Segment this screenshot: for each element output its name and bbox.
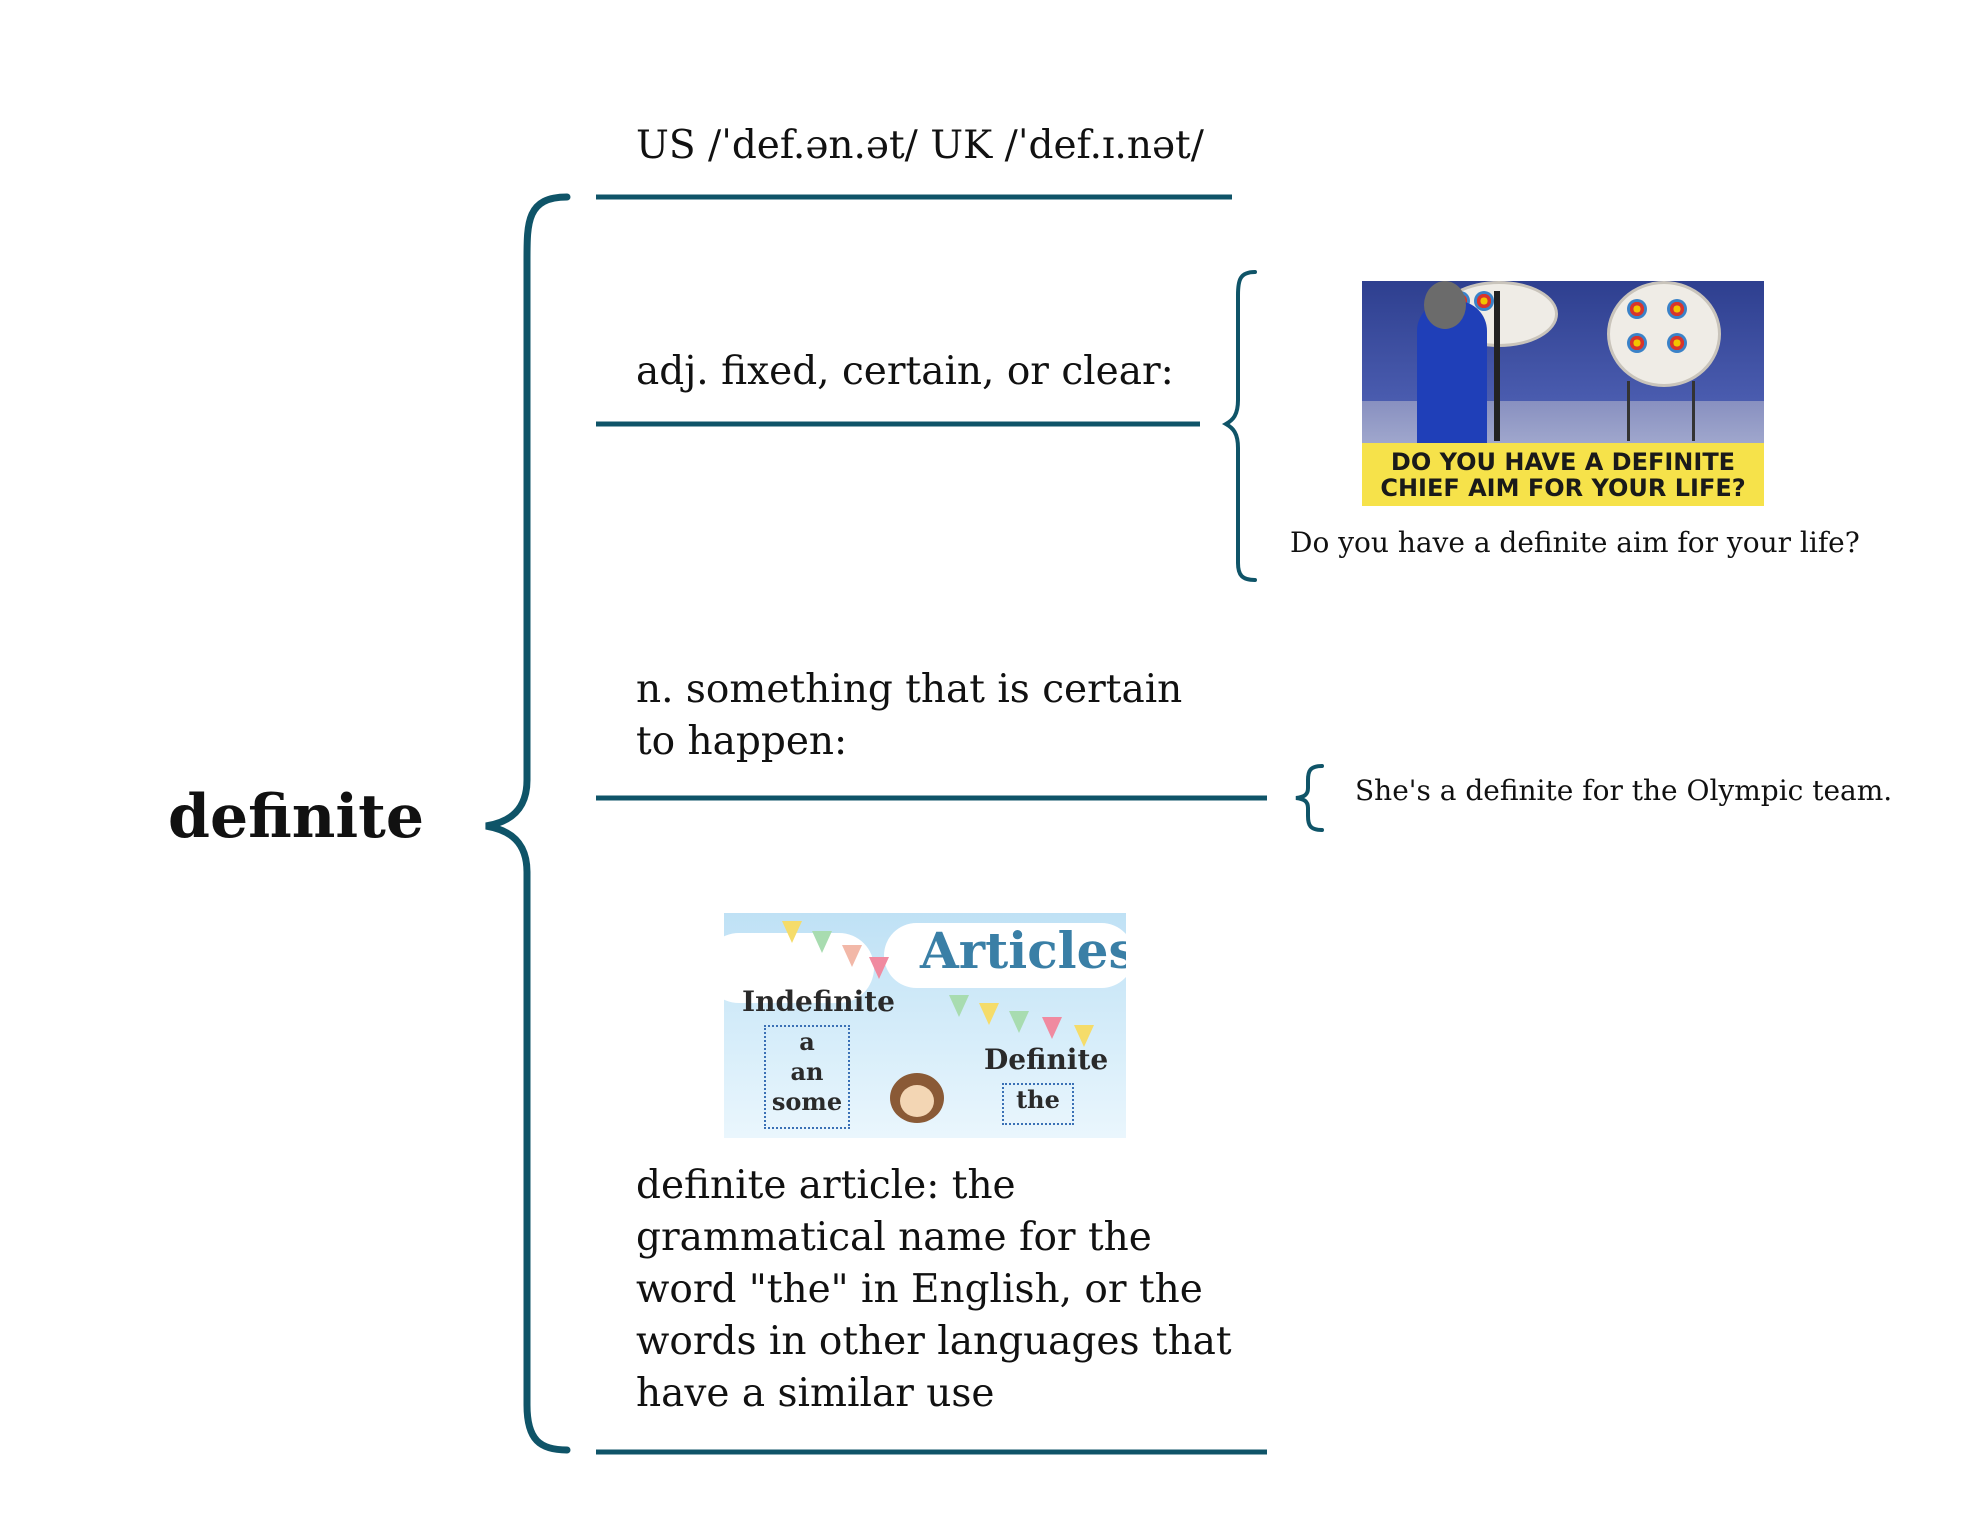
bunting-flag — [812, 931, 832, 953]
noun-example: She's a definite for the Olympic team. — [1355, 774, 1893, 807]
adjective-example: Do you have a definite aim for your life… — [1290, 526, 1860, 559]
bunting-flag — [979, 1003, 999, 1025]
bunting-flag — [1042, 1017, 1062, 1039]
target-ring — [1667, 333, 1687, 353]
indefinite-word: a — [799, 1027, 815, 1056]
pronunciation-node: US /ˈdef.ən.ət/ UK /ˈdef.ɪ.nət/ — [636, 123, 1204, 168]
articles-image: Articles Indefinite a an some Definite t… — [724, 913, 1126, 1138]
definite-word: the — [1016, 1085, 1060, 1114]
indefinite-word: an — [790, 1057, 824, 1086]
bunting-flag — [842, 945, 862, 967]
article-definition-node: definite article: the grammatical name f… — [636, 1163, 1232, 1416]
archery-banner: DO YOU HAVE A DEFINITE CHIEF AIM FOR YOU… — [1362, 443, 1764, 506]
target-ring — [1474, 291, 1494, 311]
target-ring — [1627, 333, 1647, 353]
target-board-right — [1607, 281, 1721, 387]
target-ring — [1667, 299, 1687, 319]
articles-title: Articles — [920, 921, 1126, 980]
monkey-face — [900, 1085, 934, 1117]
noun-definition-node: n. something that is certain to happen: — [636, 667, 1183, 764]
noun-example-brace — [1295, 764, 1324, 832]
bunting-flag — [1074, 1025, 1094, 1047]
indefinite-label: Indefinite — [742, 985, 895, 1018]
bunting-flag — [1009, 1011, 1029, 1033]
archer-head — [1424, 281, 1466, 329]
bunting-flag — [782, 921, 802, 943]
adjective-definition-node: adj. fixed, certain, or clear: — [636, 349, 1174, 394]
target-ring — [1627, 299, 1647, 319]
main-brace — [485, 193, 571, 1454]
definite-words-box: the — [1002, 1083, 1074, 1125]
target-stand — [1692, 381, 1695, 441]
bow — [1494, 291, 1500, 441]
cloud — [884, 923, 1126, 988]
indefinite-words-box: a an some — [764, 1025, 850, 1129]
cloud — [724, 933, 874, 1003]
root-word: definite — [168, 782, 425, 852]
definite-label: Definite — [984, 1043, 1109, 1076]
adjective-example-brace — [1221, 270, 1257, 582]
bunting-flag — [869, 957, 889, 979]
bunting-flag — [949, 995, 969, 1017]
archery-image: DO YOU HAVE A DEFINITE CHIEF AIM FOR YOU… — [1362, 281, 1764, 506]
target-stand — [1627, 381, 1630, 441]
indefinite-word: some — [771, 1087, 843, 1116]
